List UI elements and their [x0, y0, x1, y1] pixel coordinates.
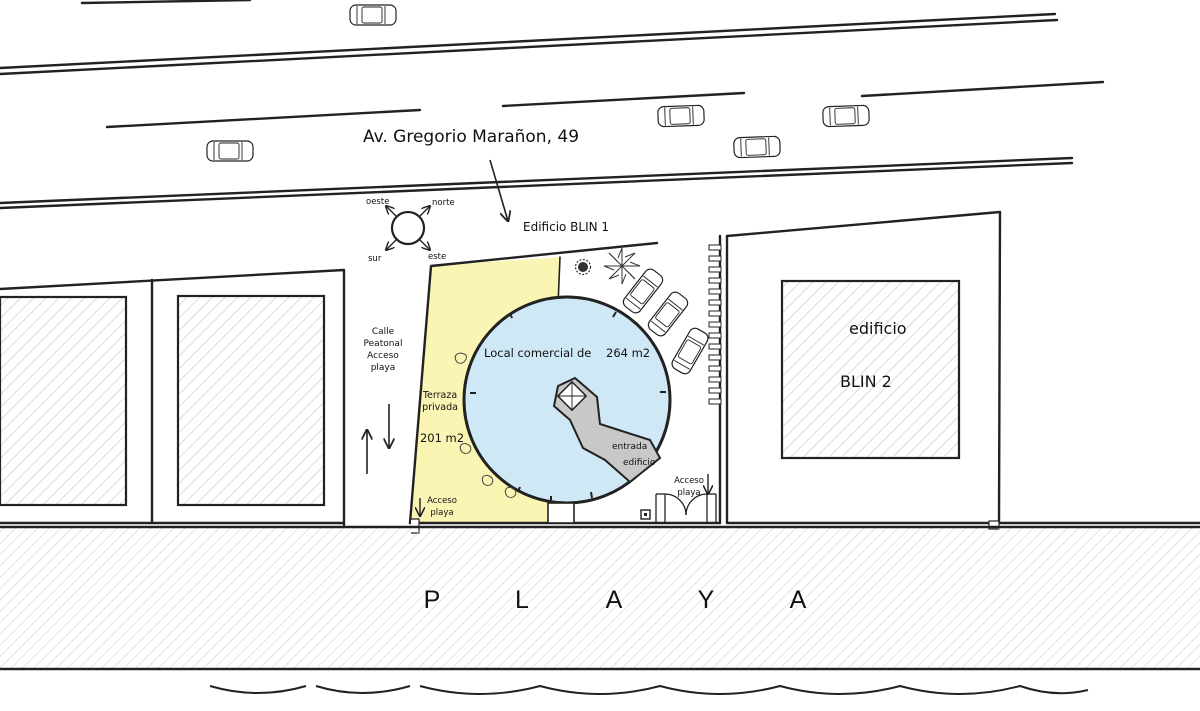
pedestrian-line2: Peatonal	[364, 339, 403, 349]
terrace-line1: Terraza	[422, 390, 457, 401]
beach-letter-y: Y	[698, 586, 715, 614]
road	[0, 0, 1105, 210]
building-core	[552, 376, 662, 484]
compass-south-label: sur	[368, 254, 382, 264]
pedestrian-line1: Calle	[372, 327, 395, 337]
pedestrian-crossing	[708, 244, 722, 405]
plant-icon	[454, 352, 517, 498]
beach-access-left-line2: playa	[430, 508, 453, 518]
hatched-block	[0, 295, 128, 507]
beach-letter-l: L	[515, 586, 529, 614]
street-pointer-arrow	[489, 159, 508, 221]
local-area-value: 264 m2	[606, 346, 650, 360]
building2-line2: BLIN 2	[840, 372, 892, 391]
pedestrian-line3: Acceso	[367, 351, 399, 361]
beach-letter-a: A	[606, 586, 623, 614]
building1-label: Edificio BLIN 1	[523, 220, 609, 234]
compass-north-label: norte	[432, 198, 455, 208]
entrance-line1: entrada	[612, 442, 647, 452]
street-name: Av. Gregorio Marañon, 49	[363, 127, 579, 147]
compass: oeste norte sur este	[366, 197, 455, 264]
pedestrian-street: Calle Peatonal Acceso playa	[364, 327, 403, 474]
car-icon	[657, 104, 705, 128]
building1-site	[408, 234, 722, 534]
car-icon	[822, 104, 870, 128]
beach-letter-a2: A	[790, 586, 807, 614]
beach-letter-p: P	[424, 586, 441, 614]
plant-icon	[574, 258, 592, 276]
hatched-block	[176, 294, 326, 507]
waves	[209, 684, 1089, 695]
terrace-line2: privada	[422, 402, 458, 413]
compass-west-label: oeste	[366, 197, 389, 207]
entrance-line2: edificio	[623, 458, 656, 468]
elevator-icon	[556, 380, 588, 412]
beach-access-left-line1: Acceso	[427, 496, 457, 506]
car-icon	[349, 4, 397, 26]
entrance-box	[547, 502, 575, 524]
beach-access-right-line2: playa	[677, 488, 700, 498]
car-icon	[733, 135, 781, 159]
building2-line1: edificio	[849, 319, 907, 338]
building2	[725, 210, 1200, 530]
pedestrian-line4: playa	[371, 363, 396, 373]
local-label: Local comercial de	[484, 346, 591, 360]
car-icon	[669, 325, 711, 377]
left-buildings	[0, 268, 346, 527]
compass-east-label: este	[428, 252, 446, 262]
terrace-area-value: 201 m2	[420, 431, 464, 445]
palm-icon	[603, 247, 641, 285]
beach: P L A Y A	[0, 525, 1200, 671]
hatched-block	[780, 279, 961, 460]
car-icon	[206, 140, 254, 162]
door-icon	[655, 493, 717, 523]
beach-access-right-line1: Acceso	[674, 476, 704, 486]
car-icon	[645, 289, 691, 339]
car-icon	[620, 266, 666, 316]
